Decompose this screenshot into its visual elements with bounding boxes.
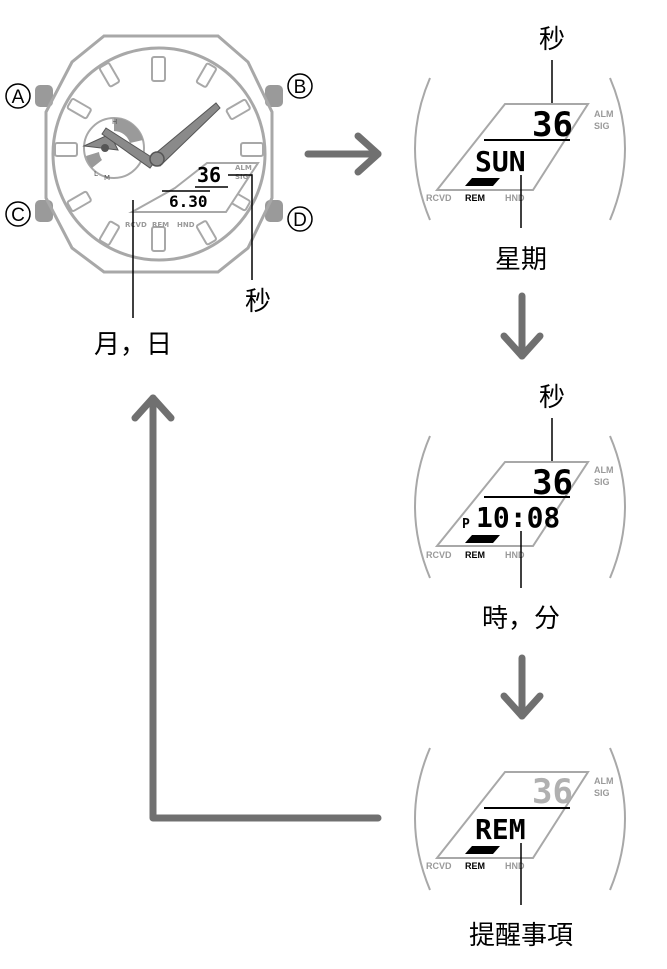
alm-indicator: ALM bbox=[594, 109, 614, 119]
screen-reminder-main: REM bbox=[475, 813, 526, 846]
button-b-letter: B bbox=[294, 77, 307, 98]
watch-bezel bbox=[51, 46, 267, 262]
watch-rem: REM bbox=[152, 221, 169, 229]
rem-indicator: REM bbox=[465, 550, 485, 560]
screen-weekday-seconds-label: 秒 bbox=[539, 25, 565, 55]
screen-time-main: 10:08 bbox=[476, 501, 560, 534]
screen-weekday: 秒 36 SUN ALM SIG RCVD REM HND 星期 bbox=[414, 25, 626, 275]
lcd-frame bbox=[434, 771, 590, 859]
bezel-left-arc bbox=[414, 435, 431, 579]
arrow-return bbox=[131, 394, 382, 822]
arrow-right bbox=[304, 132, 382, 176]
hnd-indicator: HND bbox=[505, 193, 525, 203]
watch-lcd-date: 6.30 bbox=[169, 192, 208, 211]
button-a-circle bbox=[5, 83, 31, 109]
watch-alm: ALM bbox=[235, 164, 252, 172]
button-c-circle bbox=[5, 201, 31, 227]
sig-indicator: SIG bbox=[594, 788, 610, 798]
screen-time-seconds-label: 秒 bbox=[539, 383, 565, 413]
alm-indicator: ALM bbox=[594, 465, 614, 475]
month-day-label: 月，日 bbox=[94, 330, 172, 360]
watch-illustration: H L M 36 6.30 ALM SIG RCVD REM HND bbox=[5, 34, 313, 360]
button-labels: A B C D bbox=[5, 73, 313, 232]
screen-reminder: 36 REM ALM SIG RCVD REM HND 提醒事項 bbox=[414, 747, 626, 951]
bezel-right-arc bbox=[609, 435, 626, 579]
rem-marker bbox=[465, 178, 500, 186]
button-a-shape bbox=[35, 85, 53, 107]
hour-hand bbox=[101, 127, 157, 169]
pm-indicator: P bbox=[462, 517, 470, 532]
rem-indicator: REM bbox=[465, 193, 485, 203]
hnd-indicator: HND bbox=[505, 861, 525, 871]
watch-lcd-seconds: 36 bbox=[197, 163, 221, 187]
main-hands bbox=[101, 102, 221, 169]
watch-hnd: HND bbox=[177, 221, 195, 229]
lcd-frame bbox=[434, 461, 590, 547]
rcvd-indicator: RCVD bbox=[426, 193, 452, 203]
subdial-letter-m: M bbox=[104, 174, 110, 182]
rem-indicator: REM bbox=[465, 861, 485, 871]
reminder-label: 提醒事項 bbox=[469, 921, 573, 951]
watch-rcvd: RCVD bbox=[125, 221, 147, 229]
screen-time: 秒 36 P 10:08 ALM SIG RCVD REM HND 時，分 bbox=[414, 383, 626, 634]
seconds-callout-line bbox=[228, 174, 253, 280]
hour-indices bbox=[54, 56, 264, 252]
bezel-left-arc bbox=[414, 747, 431, 891]
button-d-shape bbox=[265, 200, 283, 222]
arrow-down-2 bbox=[500, 654, 544, 720]
rcvd-indicator: RCVD bbox=[426, 550, 452, 560]
watch-seconds-label: 秒 bbox=[245, 287, 271, 317]
weekday-label: 星期 bbox=[495, 245, 547, 275]
watch-lcd: 36 6.30 ALM SIG RCVD REM HND bbox=[125, 162, 260, 229]
hnd-indicator: HND bbox=[505, 550, 525, 560]
bezel-right-arc bbox=[609, 747, 626, 891]
button-a-letter: A bbox=[12, 87, 25, 108]
button-b-shape bbox=[265, 85, 283, 107]
hour-minute-label: 時，分 bbox=[482, 604, 560, 634]
button-d-letter: D bbox=[293, 210, 307, 231]
bezel-right-arc bbox=[609, 77, 626, 221]
arrow-down-1 bbox=[500, 292, 544, 360]
screen-weekday-main: SUN bbox=[475, 145, 526, 178]
screen-weekday-seconds: 36 bbox=[532, 105, 573, 145]
rem-marker bbox=[465, 846, 500, 854]
rcvd-indicator: RCVD bbox=[426, 861, 452, 871]
sig-indicator: SIG bbox=[594, 121, 610, 131]
button-c-letter: C bbox=[11, 205, 25, 226]
hand-pivot bbox=[149, 151, 165, 167]
watch-sig: SIG bbox=[235, 173, 249, 181]
watch-case bbox=[44, 34, 274, 274]
lcd-frame bbox=[434, 103, 590, 191]
alm-indicator: ALM bbox=[594, 776, 614, 786]
rem-marker bbox=[465, 535, 500, 543]
bezel-left-arc bbox=[414, 77, 431, 221]
subdial-letter-l: L bbox=[94, 170, 98, 178]
sig-indicator: SIG bbox=[594, 477, 610, 487]
subdial-letter-h: H bbox=[112, 118, 117, 126]
button-d-circle bbox=[287, 206, 313, 232]
screen-reminder-seconds: 36 bbox=[532, 772, 573, 812]
button-b-circle bbox=[287, 73, 313, 99]
